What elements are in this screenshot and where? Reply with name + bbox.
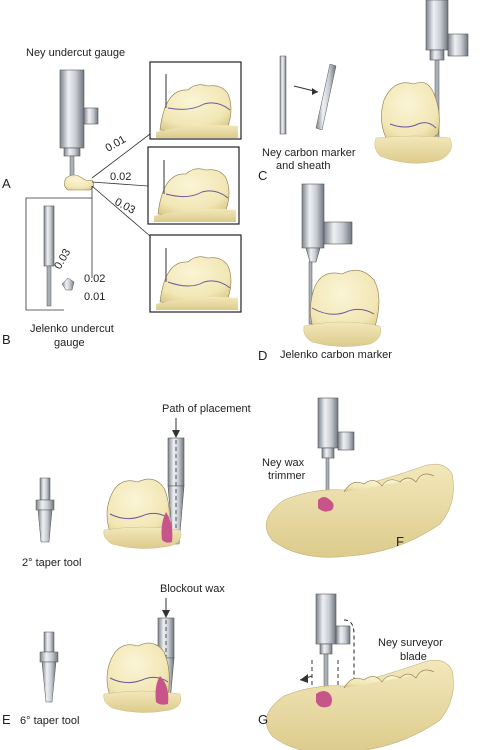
panel-label-c: C (258, 168, 267, 183)
panel-label-a: A (2, 176, 11, 191)
measurement-001: 0.01 (104, 133, 129, 154)
jelenko-measurement-002: 0.02 (84, 273, 105, 285)
jelenko-gauge-label-2: gauge (54, 337, 85, 349)
panel-b: 0.03 0.02 0.01 B Jelenko undercut gauge (2, 197, 114, 349)
ney-wax-label-1: Ney wax (262, 457, 305, 469)
panel-d: D Jelenko carbon marker (258, 183, 392, 363)
dental-arch-f (265, 463, 454, 558)
panel-label-e: E (2, 712, 11, 727)
panel-g: Ney surveyor blade G (258, 593, 454, 750)
ney-wax-label-2: trimmer (268, 470, 306, 482)
taper-tool-2-small (35, 477, 55, 543)
carbon-sheath (315, 63, 337, 131)
inset-box-003 (149, 234, 242, 313)
small-tooth (64, 174, 94, 191)
direction-arrow-head (300, 674, 308, 683)
panel-label-b: B (2, 332, 11, 347)
panel-e-upper: Path of placement 2° taper tool (22, 403, 251, 569)
jelenko-measurement-003: 0.03 (52, 247, 73, 272)
panel-label-f: F (396, 534, 404, 549)
tooth-d (303, 269, 382, 347)
taper-6-label: 6° taper tool (20, 715, 79, 727)
path-of-placement-label: Path of placement (162, 403, 251, 415)
blade-outline (343, 619, 355, 694)
blockout-wax-label: Blockout wax (160, 583, 225, 595)
arrow-head (312, 88, 318, 95)
tooth-c (374, 82, 452, 164)
panel-e-lower: Blockout wax E 6° taper tool (2, 583, 225, 727)
jelenko-gauge-label-1: Jelenko undercut (30, 323, 114, 335)
inset-box-001 (149, 61, 242, 140)
ney-blade-label-1: Ney surveyor (378, 637, 443, 649)
ney-undercut-gauge-label: Ney undercut gauge (26, 47, 125, 59)
measurement-002: 0.02 (110, 171, 131, 183)
panel-a: Ney undercut gauge A 0.01 0.02 0.03 (2, 47, 242, 313)
measure-lines (91, 133, 151, 278)
panel-c: Ney carbon marker and sheath C (258, 0, 469, 183)
taper-2-label: 2° taper tool (22, 557, 81, 569)
ney-surveyor-g (315, 593, 351, 697)
jelenko-measurement-001: 0.01 (84, 291, 105, 303)
jelenko-carbon-label: Jelenko carbon marker (280, 349, 392, 361)
carbon-marker (279, 55, 287, 135)
inset-box-002 (147, 146, 240, 225)
ney-blade-label-2: blade (400, 651, 427, 663)
panel-f: Ney wax trimmer F (262, 397, 454, 558)
measurement-003: 0.03 (113, 196, 138, 217)
jelenko-gauge (43, 205, 75, 307)
dental-arch-g (265, 659, 454, 750)
tooth-e-lower (103, 642, 182, 713)
ney-carbon-label-1: Ney carbon marker (262, 147, 356, 159)
taper-tool-6-small (39, 631, 59, 703)
ney-surveyor-f (317, 397, 355, 501)
tooth-e-upper (103, 478, 182, 549)
ney-surveyor-arm (59, 69, 99, 177)
panel-label-d: D (258, 348, 267, 363)
ney-carbon-label-2: and sheath (276, 160, 330, 172)
panel-label-g: G (258, 712, 268, 727)
jelenko-surveyor-d (301, 183, 353, 325)
